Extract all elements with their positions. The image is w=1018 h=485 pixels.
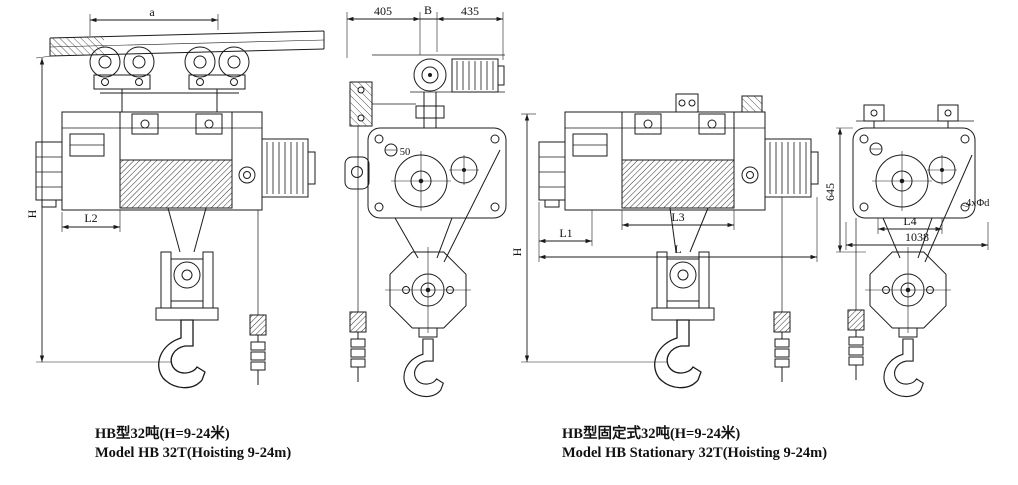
hoist-body [61,111,263,211]
sheave-block [384,246,472,338]
control-box [35,141,63,208]
caption-left-english: Model HB 32T(Hoisting 9-24m) [95,445,291,461]
trolley-wheels-left [89,46,155,113]
hoist-motor [261,138,316,198]
hook-block [651,251,715,321]
dim-label-a: a [149,5,155,19]
hook-graphic [654,319,702,389]
view-stationary-hoist-end [847,104,976,398]
dim-label-1038: 1038 [905,230,929,244]
control-box [538,141,566,208]
dim-label-4xd: 4xΦd [966,198,990,209]
dim-label-l3: L3 [671,210,684,224]
limit-weight [847,309,865,381]
limit-weight [773,311,791,383]
sheave-block [864,246,952,338]
dim-label-50: 50 [400,147,411,158]
wire-rope [193,207,207,253]
dim-label-l: L [674,242,681,256]
rope-drum [621,159,735,209]
limit-weight [349,311,367,383]
wire-rope [689,207,709,253]
dim-label-435: 435 [461,4,479,18]
dim-label-645: 645 [823,183,837,201]
suspension-lug [344,156,370,190]
hook-block [155,251,219,321]
trolley-wheels-right [184,46,250,113]
dim-label-h-right: H [510,247,524,256]
wire-rope [669,207,677,253]
dim-label-b: B [424,3,432,17]
gear-housing [367,127,507,219]
top-frame [856,104,974,128]
mounting-lugs [675,93,763,113]
wire-rope [394,217,419,259]
view-trolley-hoist-end [344,54,507,398]
hook-graphic [158,319,206,389]
dim-label-l4: L4 [903,214,916,228]
caption-right-chinese: HB型固定式32吨(H=9-24米) [562,424,740,442]
hook-graphic [883,338,924,398]
dim-label-l1: L1 [559,226,572,240]
dim-label-h-left: H [25,209,39,218]
travel-drive [349,54,505,128]
view-stationary-hoist-side [538,93,819,389]
dim-label-l2: L2 [84,211,97,225]
wire-rope [917,217,933,259]
caption-left-chinese: HB型32吨(H=9-24米) [95,424,230,442]
dimension-lines [35,12,989,363]
rope-drum [119,159,233,209]
wire-rope [443,149,501,263]
wire-rope [436,217,453,259]
wire-rope [167,207,181,253]
wire-rope [924,154,973,263]
gear-housing [852,127,976,219]
caption-right-english: Model HB Stationary 32T(Hoisting 9-24m) [562,445,827,461]
hoist-motor [764,138,819,198]
hook-graphic [403,338,444,398]
monorail-beam [49,30,325,57]
dim-label-405: 405 [374,4,392,18]
view-trolley-hoist-side [35,30,325,389]
limit-weight [249,314,267,386]
wire-rope [882,217,901,259]
